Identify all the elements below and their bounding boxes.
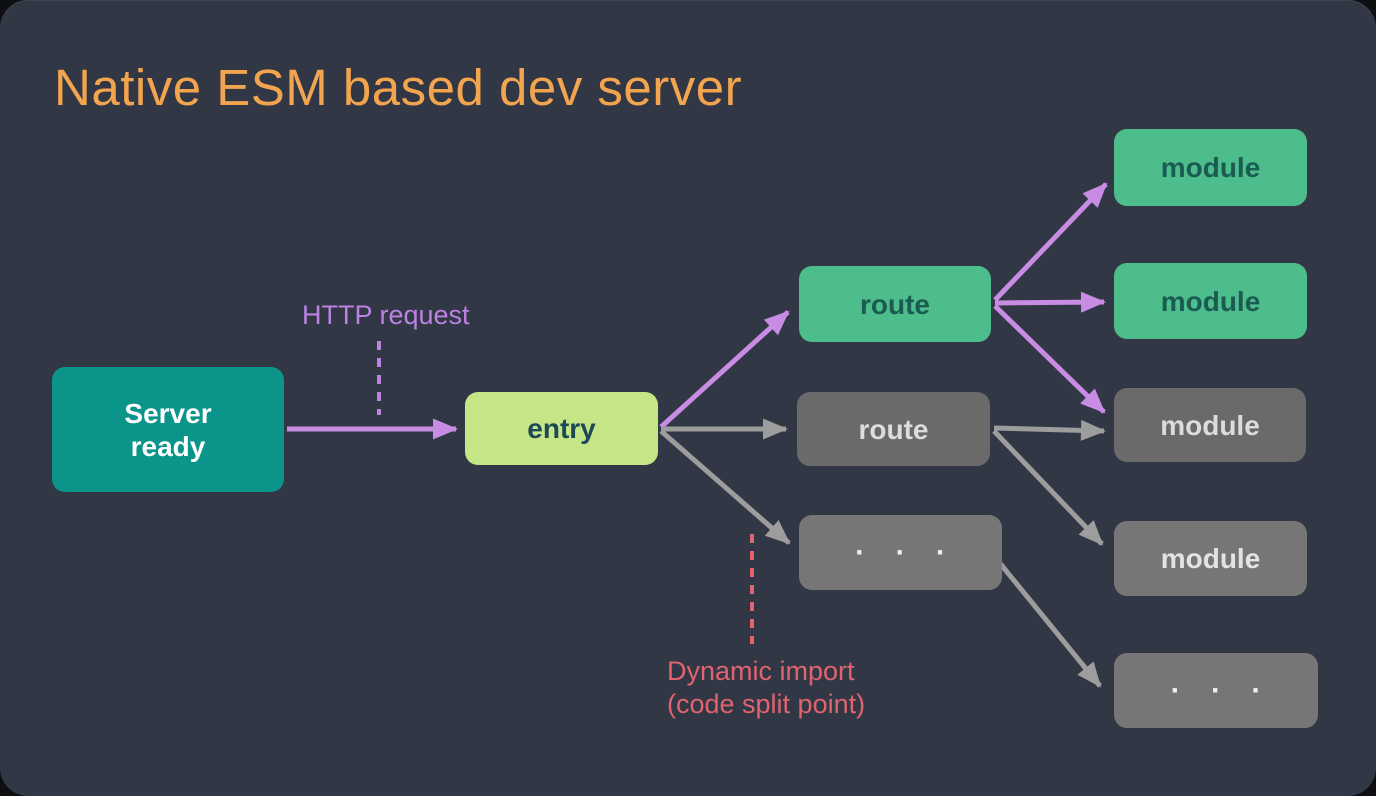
node-ellipsis-middle: · · · [799,515,1002,590]
node-ellipsis-right-label: · · · [1170,674,1273,707]
node-route-green: route [799,266,991,342]
dynamic-import-label: Dynamic import (code split point) [667,655,865,721]
node-module-1: module [1114,129,1307,206]
arrow-route-gray-to-module3 [993,419,1106,441]
arrow-dots-mid-to-dots-right [992,554,1102,688]
node-server-ready: Server ready [52,367,284,492]
node-server-ready-label-line2: ready [130,430,206,462]
node-route-gray-label: route [858,413,929,445]
node-module-1-label: module [1160,152,1261,183]
node-module-3-label: module [1160,409,1260,441]
node-module-4: module [1114,521,1307,596]
node-entry: entry [465,392,658,465]
node-module-2: module [1114,263,1307,339]
node-ellipsis-right: · · · [1114,653,1318,728]
arrow-route-green-to-module1 [993,182,1108,302]
page-title: Native ESM based dev server [54,59,743,116]
arrow-route-green-to-module2 [994,291,1106,313]
http-request-label: HTTP request [302,300,470,330]
arrow-entry-to-dots-mid [659,429,791,545]
dynamic-import-label-line1: Dynamic import [667,656,855,686]
node-module-3: module [1114,388,1306,462]
arrow-route-gray-to-module4 [992,429,1104,546]
node-ellipsis-middle-label: · · · [855,536,957,569]
node-server-ready-label-line1: Server [124,397,212,429]
node-entry-label: entry [527,413,596,444]
node-module-2-label: module [1160,285,1261,317]
arrow-entry-to-route-green [659,310,790,429]
arrow-route-green-to-module3 [993,304,1106,414]
node-route-green-label: route [860,288,930,320]
node-module-4-label: module [1160,543,1261,574]
node-route-gray: route [797,392,990,466]
dynamic-import-label-line2: (code split point) [667,689,866,719]
